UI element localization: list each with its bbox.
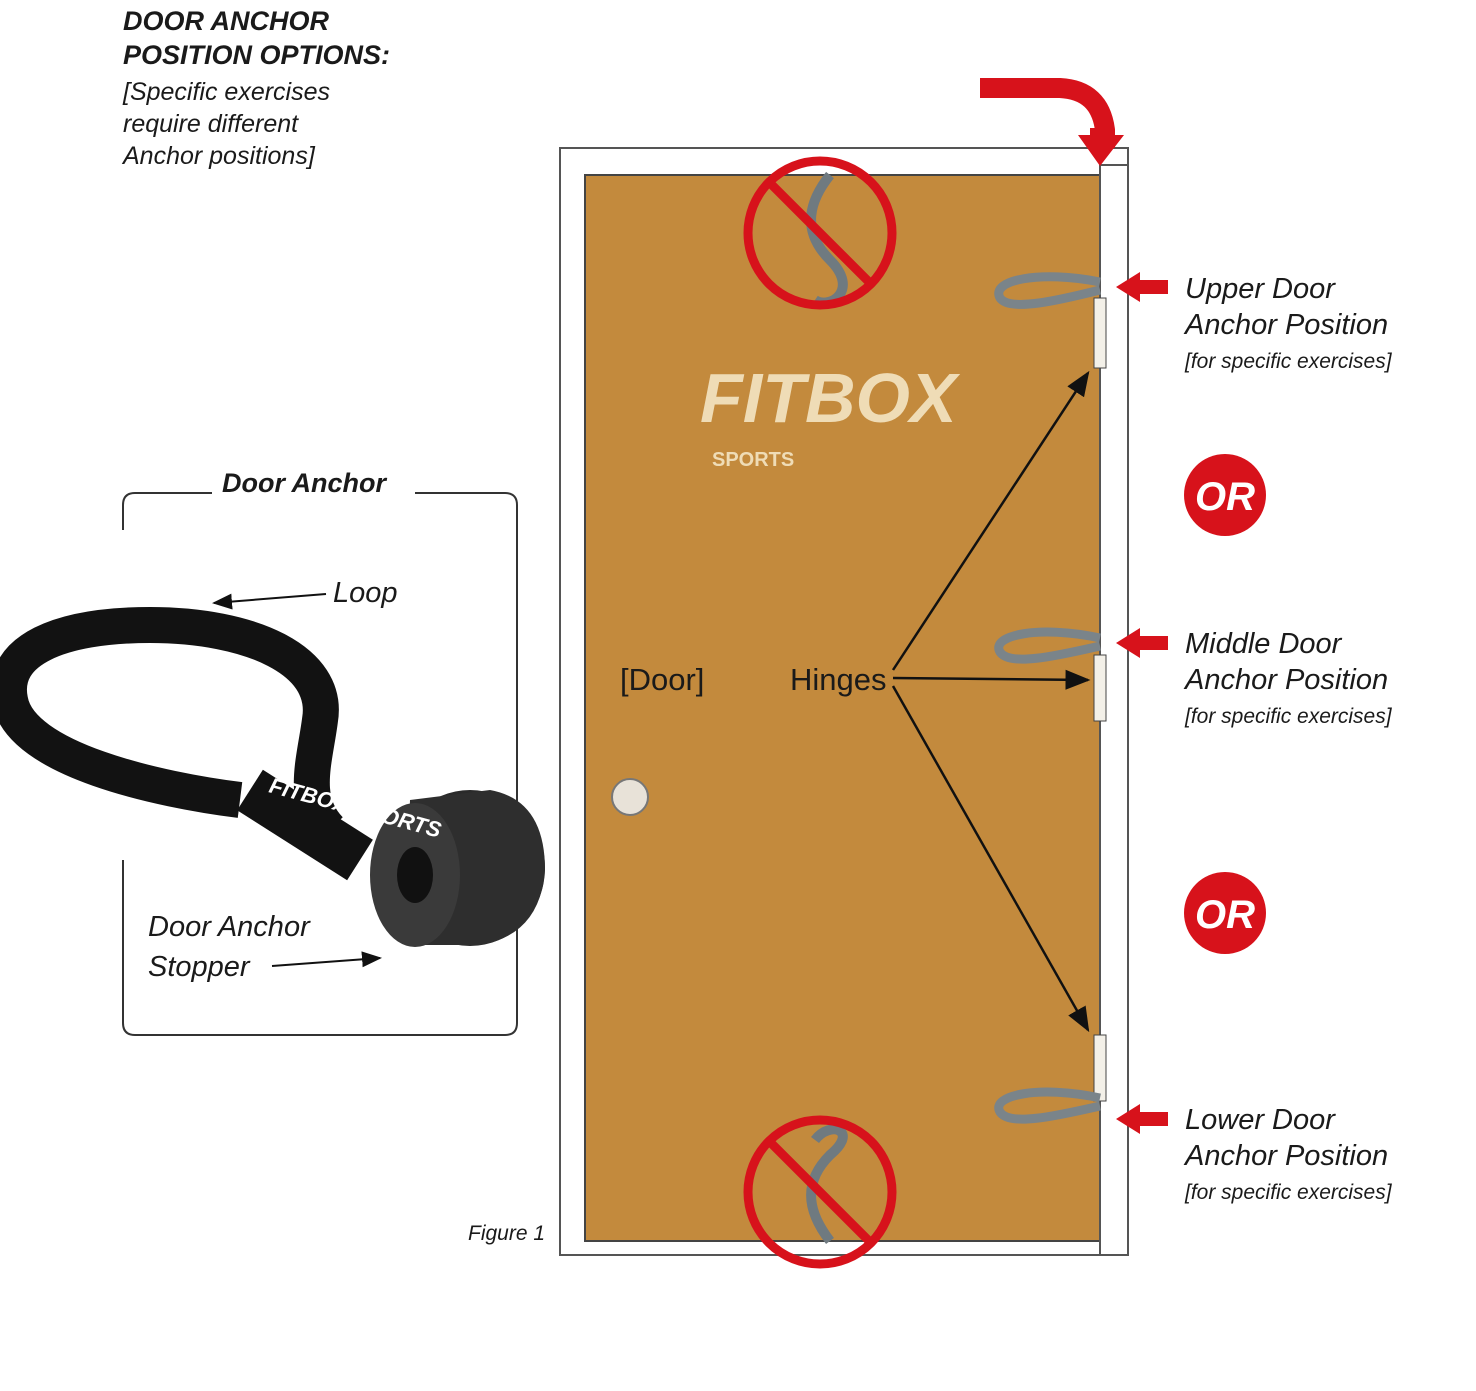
title-line-1: DOOR ANCHOR <box>123 6 329 36</box>
door-panel <box>584 174 1101 1242</box>
note-line-3: Anchor positions] <box>121 142 316 170</box>
note-line-1: [Specific exercises <box>122 78 330 106</box>
or-badge-1: OR <box>1184 454 1266 536</box>
position-label-upper: Upper Door Anchor Position [for specific… <box>1116 272 1393 373</box>
hinge-arrow-middle <box>892 669 1091 690</box>
watermark-sports: SPORTS <box>712 449 794 471</box>
anchor-loop-middle <box>994 627 1101 664</box>
door-label: [Door] <box>620 662 704 697</box>
red-arrow-icon <box>1116 272 1168 302</box>
loop-arrow <box>212 593 327 610</box>
red-arrow-icon <box>1116 1104 1168 1134</box>
hinge-arrow-upper <box>891 370 1090 671</box>
stopper-label-2: Stopper <box>148 951 251 983</box>
header-title: DOOR ANCHOR POSITION OPTIONS: [Specific … <box>121 6 390 170</box>
position-subtitle: Anchor Position <box>1183 1140 1388 1172</box>
or-text: OR <box>1195 893 1255 937</box>
watermark-logo: FITBOX <box>700 359 961 437</box>
anchor-loop-lower <box>994 1087 1101 1124</box>
door-anchor-product-image: FITBOX SPORTS <box>0 606 545 947</box>
hinge-arrow-lower <box>891 685 1090 1033</box>
position-note: [for specific exercises] <box>1184 705 1393 728</box>
or-text: OR <box>1195 475 1255 519</box>
position-subtitle: Anchor Position <box>1183 309 1388 341</box>
stopper-arrow <box>271 951 382 968</box>
position-title: Middle Door <box>1185 628 1343 660</box>
figure-label: Figure 1 <box>468 1222 545 1245</box>
position-note: [for specific exercises] <box>1184 1181 1393 1204</box>
red-arrow-icon <box>1116 628 1168 658</box>
door-illustration: FITBOX SPORTS [Door] Hinges Figure 1 <box>468 147 1129 1256</box>
hinge-lower <box>1093 1034 1107 1102</box>
hinge-middle <box>1093 654 1107 722</box>
inset-title: Door Anchor <box>222 468 387 498</box>
prohibited-bottom-icon <box>743 1115 897 1269</box>
curved-arrow-icon <box>980 78 1124 166</box>
prohibited-top-icon <box>743 156 897 310</box>
door-knob <box>611 778 649 816</box>
position-title: Lower Door <box>1185 1104 1336 1136</box>
or-badge-2: OR <box>1184 872 1266 954</box>
position-title: Upper Door <box>1185 273 1336 305</box>
position-note: [for specific exercises] <box>1184 350 1393 373</box>
loop-label: Loop <box>333 577 398 609</box>
hinge-upper <box>1093 297 1107 369</box>
anchor-loop-upper <box>994 272 1102 309</box>
title-line-2: POSITION OPTIONS: <box>123 40 390 70</box>
stopper-label-1: Door Anchor <box>148 911 311 943</box>
hinges-label: Hinges <box>790 662 887 697</box>
door-anchor-inset: Door Anchor Loop Door Anchor Stopper FIT… <box>0 468 545 1036</box>
note-line-2: require different <box>123 110 299 138</box>
position-label-lower: Lower Door Anchor Position [for specific… <box>1116 1104 1393 1204</box>
position-subtitle: Anchor Position <box>1183 664 1388 696</box>
position-label-middle: Middle Door Anchor Position [for specifi… <box>1116 628 1393 728</box>
